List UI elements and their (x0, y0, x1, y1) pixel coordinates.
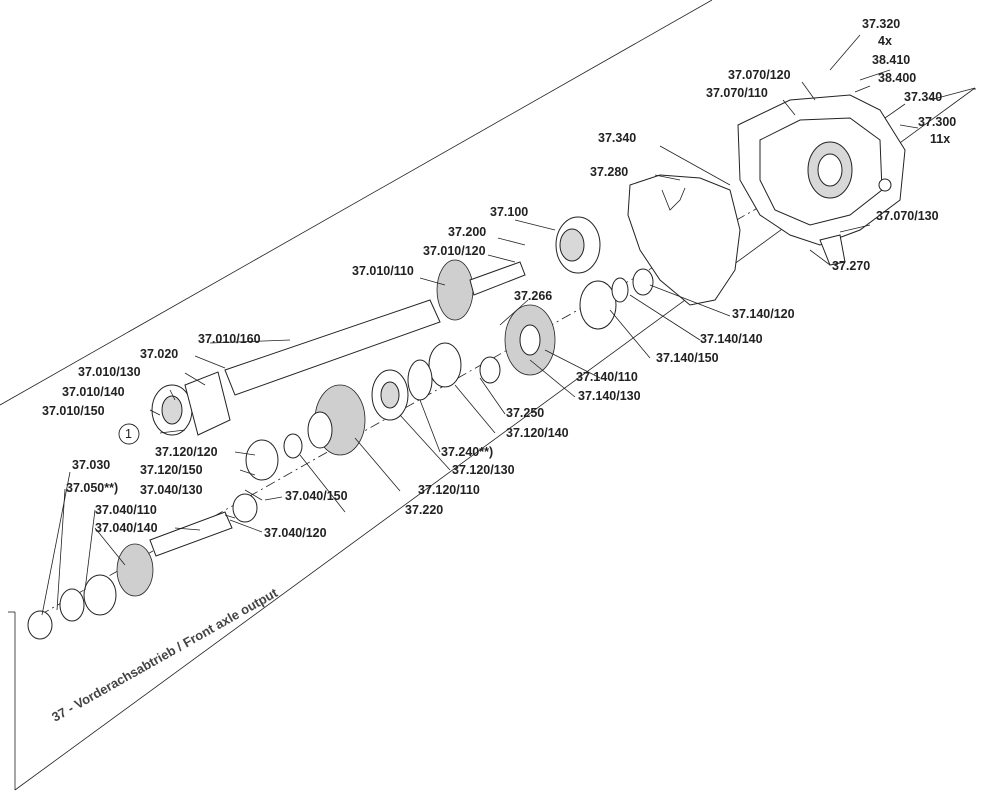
label-37-010-110: 37.010/110 (352, 264, 414, 278)
callout-labels: 37.320 4x 38.410 38.400 37.070/120 37.07… (42, 17, 956, 540)
ring-37140-120 (611, 277, 629, 303)
needle-bearing (479, 356, 501, 384)
washer-37040-130 (232, 493, 258, 523)
output-gear (504, 304, 556, 376)
label-37-120-140: 37.120/140 (506, 426, 569, 440)
label-37-010-130: 37.010/130 (78, 365, 141, 379)
label-37-040-150: 37.040/150 (285, 489, 348, 503)
label-37-240: 37.240**) (441, 445, 493, 459)
label-37-300: 37.300 (918, 115, 956, 129)
label-37-010-140: 37.010/140 (62, 385, 125, 399)
label-37-120-130: 37.120/130 (452, 463, 515, 477)
transfer-case-housing (737, 94, 906, 266)
label-37-270: 37.270 (832, 259, 870, 273)
label-37-140-140: 37.140/140 (700, 332, 763, 346)
label-37-266: 37.266 (514, 289, 552, 303)
label-37-320: 37.320 (862, 17, 900, 31)
label-37-120-120: 37.120/120 (155, 445, 218, 459)
ring-37120 (407, 359, 433, 401)
label-37-010-150: 37.010/150 (42, 404, 105, 418)
label-38-410: 38.410 (872, 53, 910, 67)
label-37-200: 37.200 (448, 225, 486, 239)
label-37-140-150: 37.140/150 (656, 351, 719, 365)
label-37-140-120: 37.140/120 (732, 307, 795, 321)
cover-plate (184, 371, 231, 436)
label-37-250: 37.250 (506, 406, 544, 420)
label-37-040-120: 37.040/120 (264, 526, 327, 540)
label-37-070-110: 37.070/110 (706, 86, 768, 100)
label-37-220: 37.220 (405, 503, 443, 517)
label-11x: 11x (930, 132, 950, 146)
gasket (627, 174, 741, 306)
label-37-070-120: 37.070/120 (728, 68, 791, 82)
input-shaft (224, 259, 526, 396)
gasket-notch (661, 187, 686, 211)
label-37-340-top: 37.340 (904, 90, 942, 104)
label-37-040-140: 37.040/140 (95, 521, 158, 535)
label-37-020: 37.020 (140, 347, 178, 361)
label-37-120-110: 37.120/110 (418, 483, 480, 497)
label-37-140-110: 37.140/110 (576, 370, 638, 384)
label-37-040-130: 37.040/130 (140, 483, 203, 497)
label-37-100: 37.100 (490, 205, 528, 219)
label-37-050: 37.050**) (66, 481, 118, 495)
label-4x: 4x (878, 34, 892, 48)
needle-bearing-37140 (632, 268, 654, 296)
label-37-280: 37.280 (590, 165, 628, 179)
label-37-120-150: 37.120/150 (140, 463, 203, 477)
bearing-37120-130-bore (380, 381, 400, 409)
label-37-140-130: 37.140/130 (578, 389, 641, 403)
front-output-shaft (27, 511, 233, 640)
label-38-400: 38.400 (878, 71, 916, 85)
label-37-010-160: 37.010/160 (198, 332, 261, 346)
label-37-040-110: 37.040/110 (95, 503, 157, 517)
circled-marker-1: 1 (118, 423, 140, 445)
label-37-030: 37.030 (72, 458, 110, 472)
label-37-070-130: 37.070/130 (876, 209, 939, 223)
intermediate-gear (307, 384, 366, 456)
bearing-37010 (151, 384, 193, 436)
bearing-37120-120 (245, 439, 279, 481)
leader-lines (41, 34, 919, 616)
svg-text:1: 1 (125, 427, 132, 441)
bearing-37120-140 (428, 342, 462, 388)
ring-37220 (283, 433, 303, 459)
label-37-010-120: 37.010/120 (423, 244, 486, 258)
flange (555, 216, 601, 274)
bearing-37140 (579, 280, 617, 330)
label-37-340: 37.340 (598, 131, 636, 145)
